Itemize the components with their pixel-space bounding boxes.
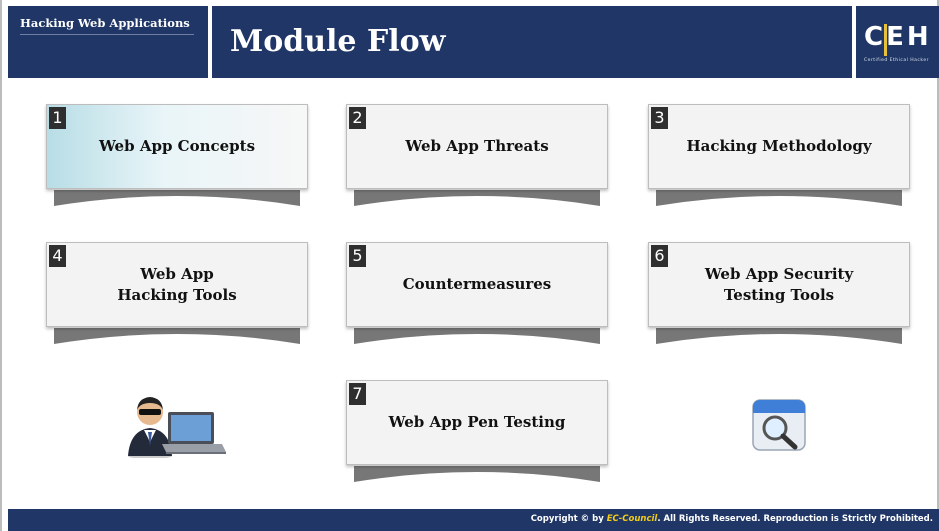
- logo-text: CEH: [864, 22, 932, 52]
- card-shadow: [354, 466, 600, 482]
- module-number: 6: [651, 245, 668, 267]
- card-face: [346, 380, 608, 465]
- module-number: 4: [49, 245, 66, 267]
- module-number: 2: [349, 107, 366, 129]
- card-shadow: [354, 328, 600, 344]
- card-face: [346, 242, 608, 327]
- module-card-2[interactable]: 2 Web App Threats: [346, 104, 608, 206]
- card-shadow: [656, 190, 902, 206]
- ec-council-brand: EC-Council: [606, 514, 658, 524]
- page-title: Module Flow: [230, 24, 446, 59]
- header-divider: [208, 6, 212, 78]
- card-shadow: [354, 190, 600, 206]
- module-label: Hacking Methodology: [686, 137, 872, 155]
- module-card-7[interactable]: 7 Web App Pen Testing: [346, 380, 608, 482]
- card-shadow: [54, 328, 300, 344]
- card-face: [648, 242, 910, 327]
- module-label: Web App Concepts: [98, 137, 256, 155]
- module-label: Web App Pen Testing: [388, 413, 566, 431]
- module-card-3[interactable]: 3 Hacking Methodology: [648, 104, 910, 206]
- ceh-logo: CEH Certified Ethical Hacker: [856, 6, 939, 78]
- section-underline: [20, 34, 194, 35]
- card-face: [46, 242, 308, 327]
- card-face: [346, 104, 608, 189]
- module-number: 7: [349, 383, 366, 405]
- module-number: 5: [349, 245, 366, 267]
- header-bar: Hacking Web Applications Module Flow CEH…: [8, 6, 939, 78]
- logo-subtext: Certified Ethical Hacker: [864, 58, 929, 63]
- hacker-laptop-icon: [128, 397, 226, 458]
- card-face: [46, 104, 308, 189]
- module-card-1[interactable]: 1 Web App Concepts: [46, 104, 308, 206]
- module-label: Web App Threats: [405, 137, 549, 155]
- logo-accent: [884, 24, 887, 56]
- card-shadow: [54, 190, 300, 206]
- card-shadow: [656, 328, 902, 344]
- module-number: 3: [651, 107, 668, 129]
- header-divider: [852, 6, 856, 78]
- magnifier-window-icon: [752, 399, 806, 451]
- card-face: [648, 104, 910, 189]
- module-label: Countermeasures: [402, 275, 552, 293]
- copyright-text: Copyright © by EC-Council. All Rights Re…: [530, 514, 933, 524]
- module-number: 1: [49, 107, 66, 129]
- module-card-5[interactable]: 5 Countermeasures: [346, 242, 608, 344]
- footer-bar: Copyright © by EC-Council. All Rights Re…: [8, 509, 939, 531]
- section-label: Hacking Web Applications: [20, 16, 190, 30]
